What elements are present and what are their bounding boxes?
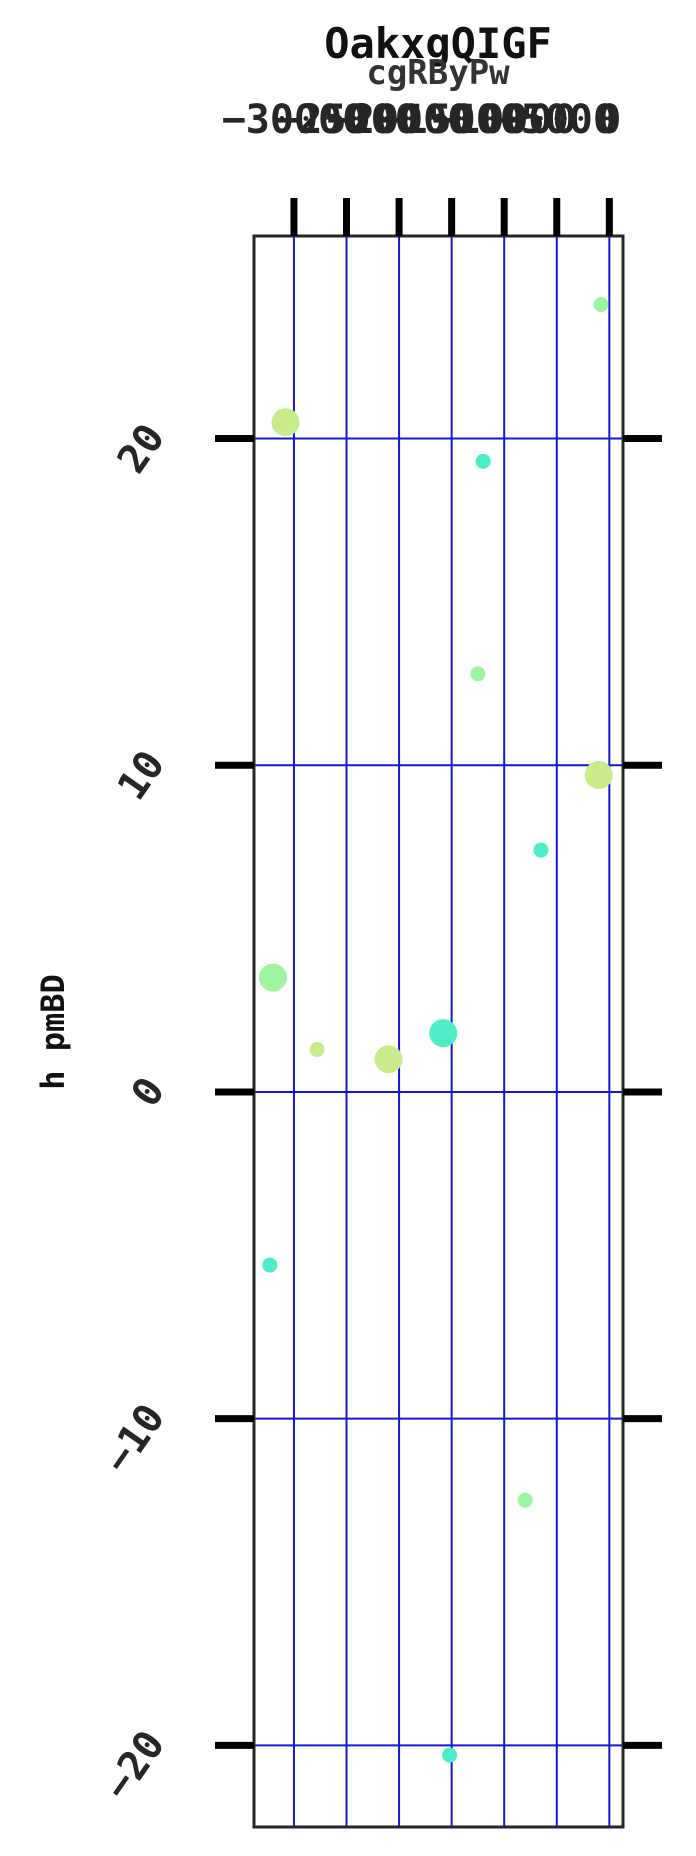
x-axis-label: cgRByPw [366,53,510,93]
chart-title: OakxgQIGF [324,19,552,68]
x-tick-label: −20000 [327,97,472,143]
y-tick-label: 20 [109,416,174,482]
axis-ticks: −30000−25000−20000−15000−10000−50000−20−… [95,97,662,1808]
scatter-point [442,1747,458,1763]
x-tick-label: −30000 [222,97,367,143]
x-tick-label: −10000 [432,97,577,143]
y-tick-label: −10 [95,1396,174,1482]
scatter-point [429,1019,458,1048]
scatter-point [517,1492,533,1508]
scatter-point [584,761,613,790]
data-points [258,297,613,1763]
scatter-point [470,666,486,682]
scatter-point [258,963,287,992]
scatter-point [309,1041,325,1057]
y-axis-label: h pmBD [34,974,72,1090]
scatter-point [475,453,491,469]
scatter-point [271,408,300,437]
x-tick-label: −5000 [497,97,617,143]
grid-lines [254,236,623,1827]
y-tick-label: −20 [95,1723,174,1809]
x-tick-label: 0 [597,97,621,143]
x-tick-label: −25000 [274,97,419,143]
y-tick-label: 10 [109,743,174,809]
y-tick-label: 0 [123,1069,175,1115]
scatter-point [262,1257,278,1273]
x-tick-label: −15000 [379,97,524,143]
scatter-point [533,842,549,858]
plot-area-frame [252,234,625,1829]
scatter-point [593,297,609,313]
scatter-point [374,1045,403,1074]
